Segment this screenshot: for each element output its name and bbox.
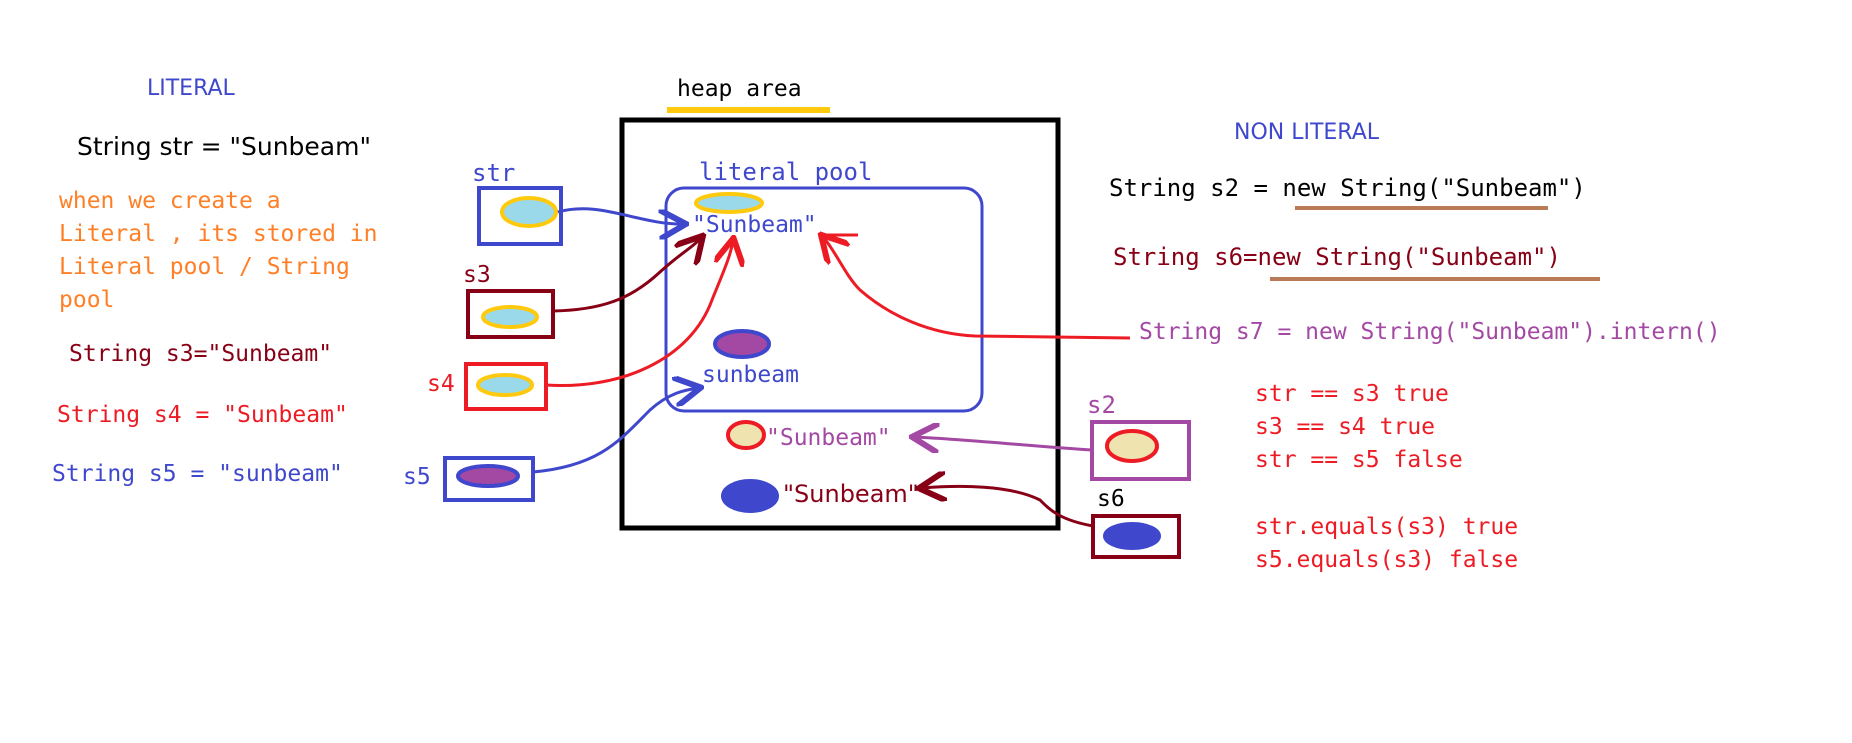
- ref-ellipse-s3: [481, 305, 539, 329]
- arrow-str-to-pool: [557, 207, 683, 224]
- pool-literal-lowercase-sunbeam: sunbeam: [702, 362, 799, 388]
- pool-literal-sunbeam: "Sunbeam": [692, 212, 817, 238]
- ref-box-s2: [1090, 420, 1191, 481]
- literal-pool-box: [664, 186, 984, 413]
- arrow-s7-to-pool: [823, 237, 1131, 340]
- arrow-s2-to-heap: [915, 437, 1093, 450]
- literal-note-line-4: pool: [59, 287, 115, 313]
- result-line-1: str == s3 true: [1255, 381, 1449, 407]
- heap-area-box: [619, 117, 1061, 531]
- ref-label-s3: s3: [463, 262, 491, 288]
- arrow-s4-to-pool: [545, 241, 733, 388]
- ref-label-s2: s2: [1087, 391, 1116, 419]
- ref-label-str: str: [472, 159, 516, 187]
- heap-object-s2: [726, 420, 766, 450]
- literal-pool-title: literal pool: [699, 158, 873, 186]
- ref-label-s4: s4: [427, 371, 455, 397]
- literal-note-line-3: Literal pool / String: [59, 254, 350, 280]
- result-line-4: str.equals(s3) true: [1255, 514, 1519, 540]
- pool-object-lowercase-sunbeam: [713, 329, 771, 359]
- s3-declaration: String s3="Sunbeam": [69, 341, 333, 367]
- arrow-s3-to-pool: [552, 238, 701, 313]
- result-line-2: s3 == s4 true: [1255, 414, 1436, 440]
- ref-box-str: [477, 186, 563, 246]
- result-line-5: s5.equals(s3) false: [1255, 547, 1519, 573]
- literal-heading: LITERAL: [147, 76, 235, 101]
- ref-box-s6: [1091, 514, 1181, 559]
- heap-literal-s6: "Sunbeam": [783, 480, 919, 508]
- pool-object-sunbeam: [694, 192, 764, 214]
- non-literal-heading: NON LITERAL: [1234, 120, 1380, 145]
- ref-ellipse-s5: [456, 464, 520, 488]
- s7-declaration: String s7 = new String("Sunbeam").intern…: [1139, 319, 1721, 345]
- ref-label-s6: s6: [1097, 486, 1125, 512]
- ref-ellipse-str: [500, 196, 558, 228]
- s5-declaration: String s5 = "sunbeam": [52, 461, 343, 487]
- str-declaration: String str = "Sunbeam": [77, 132, 371, 161]
- result-line-3: str == s5 false: [1255, 447, 1463, 473]
- ref-label-s5: s5: [403, 464, 431, 490]
- ref-ellipse-s6: [1103, 522, 1161, 550]
- arrow-s6-to-heap: [922, 486, 1094, 528]
- s2-declaration: String s2 = new String("Sunbeam"): [1109, 174, 1586, 202]
- ref-box-s3: [466, 289, 555, 339]
- ref-box-s5: [443, 456, 535, 502]
- heap-area-title: heap area: [677, 76, 802, 102]
- heap-object-s6: [721, 479, 779, 513]
- ref-ellipse-s2: [1105, 429, 1159, 463]
- literal-note-line-1: when we create a: [59, 188, 281, 214]
- literal-note-line-2: Literal , its stored in: [59, 221, 378, 247]
- s4-declaration: String s4 = "Sunbeam": [57, 402, 348, 428]
- s6-declaration: String s6=new String("Sunbeam"): [1113, 243, 1561, 271]
- heap-literal-s2: "Sunbeam": [766, 425, 891, 451]
- ref-ellipse-s4: [476, 373, 534, 397]
- arrow-s5-to-pool: [532, 388, 698, 474]
